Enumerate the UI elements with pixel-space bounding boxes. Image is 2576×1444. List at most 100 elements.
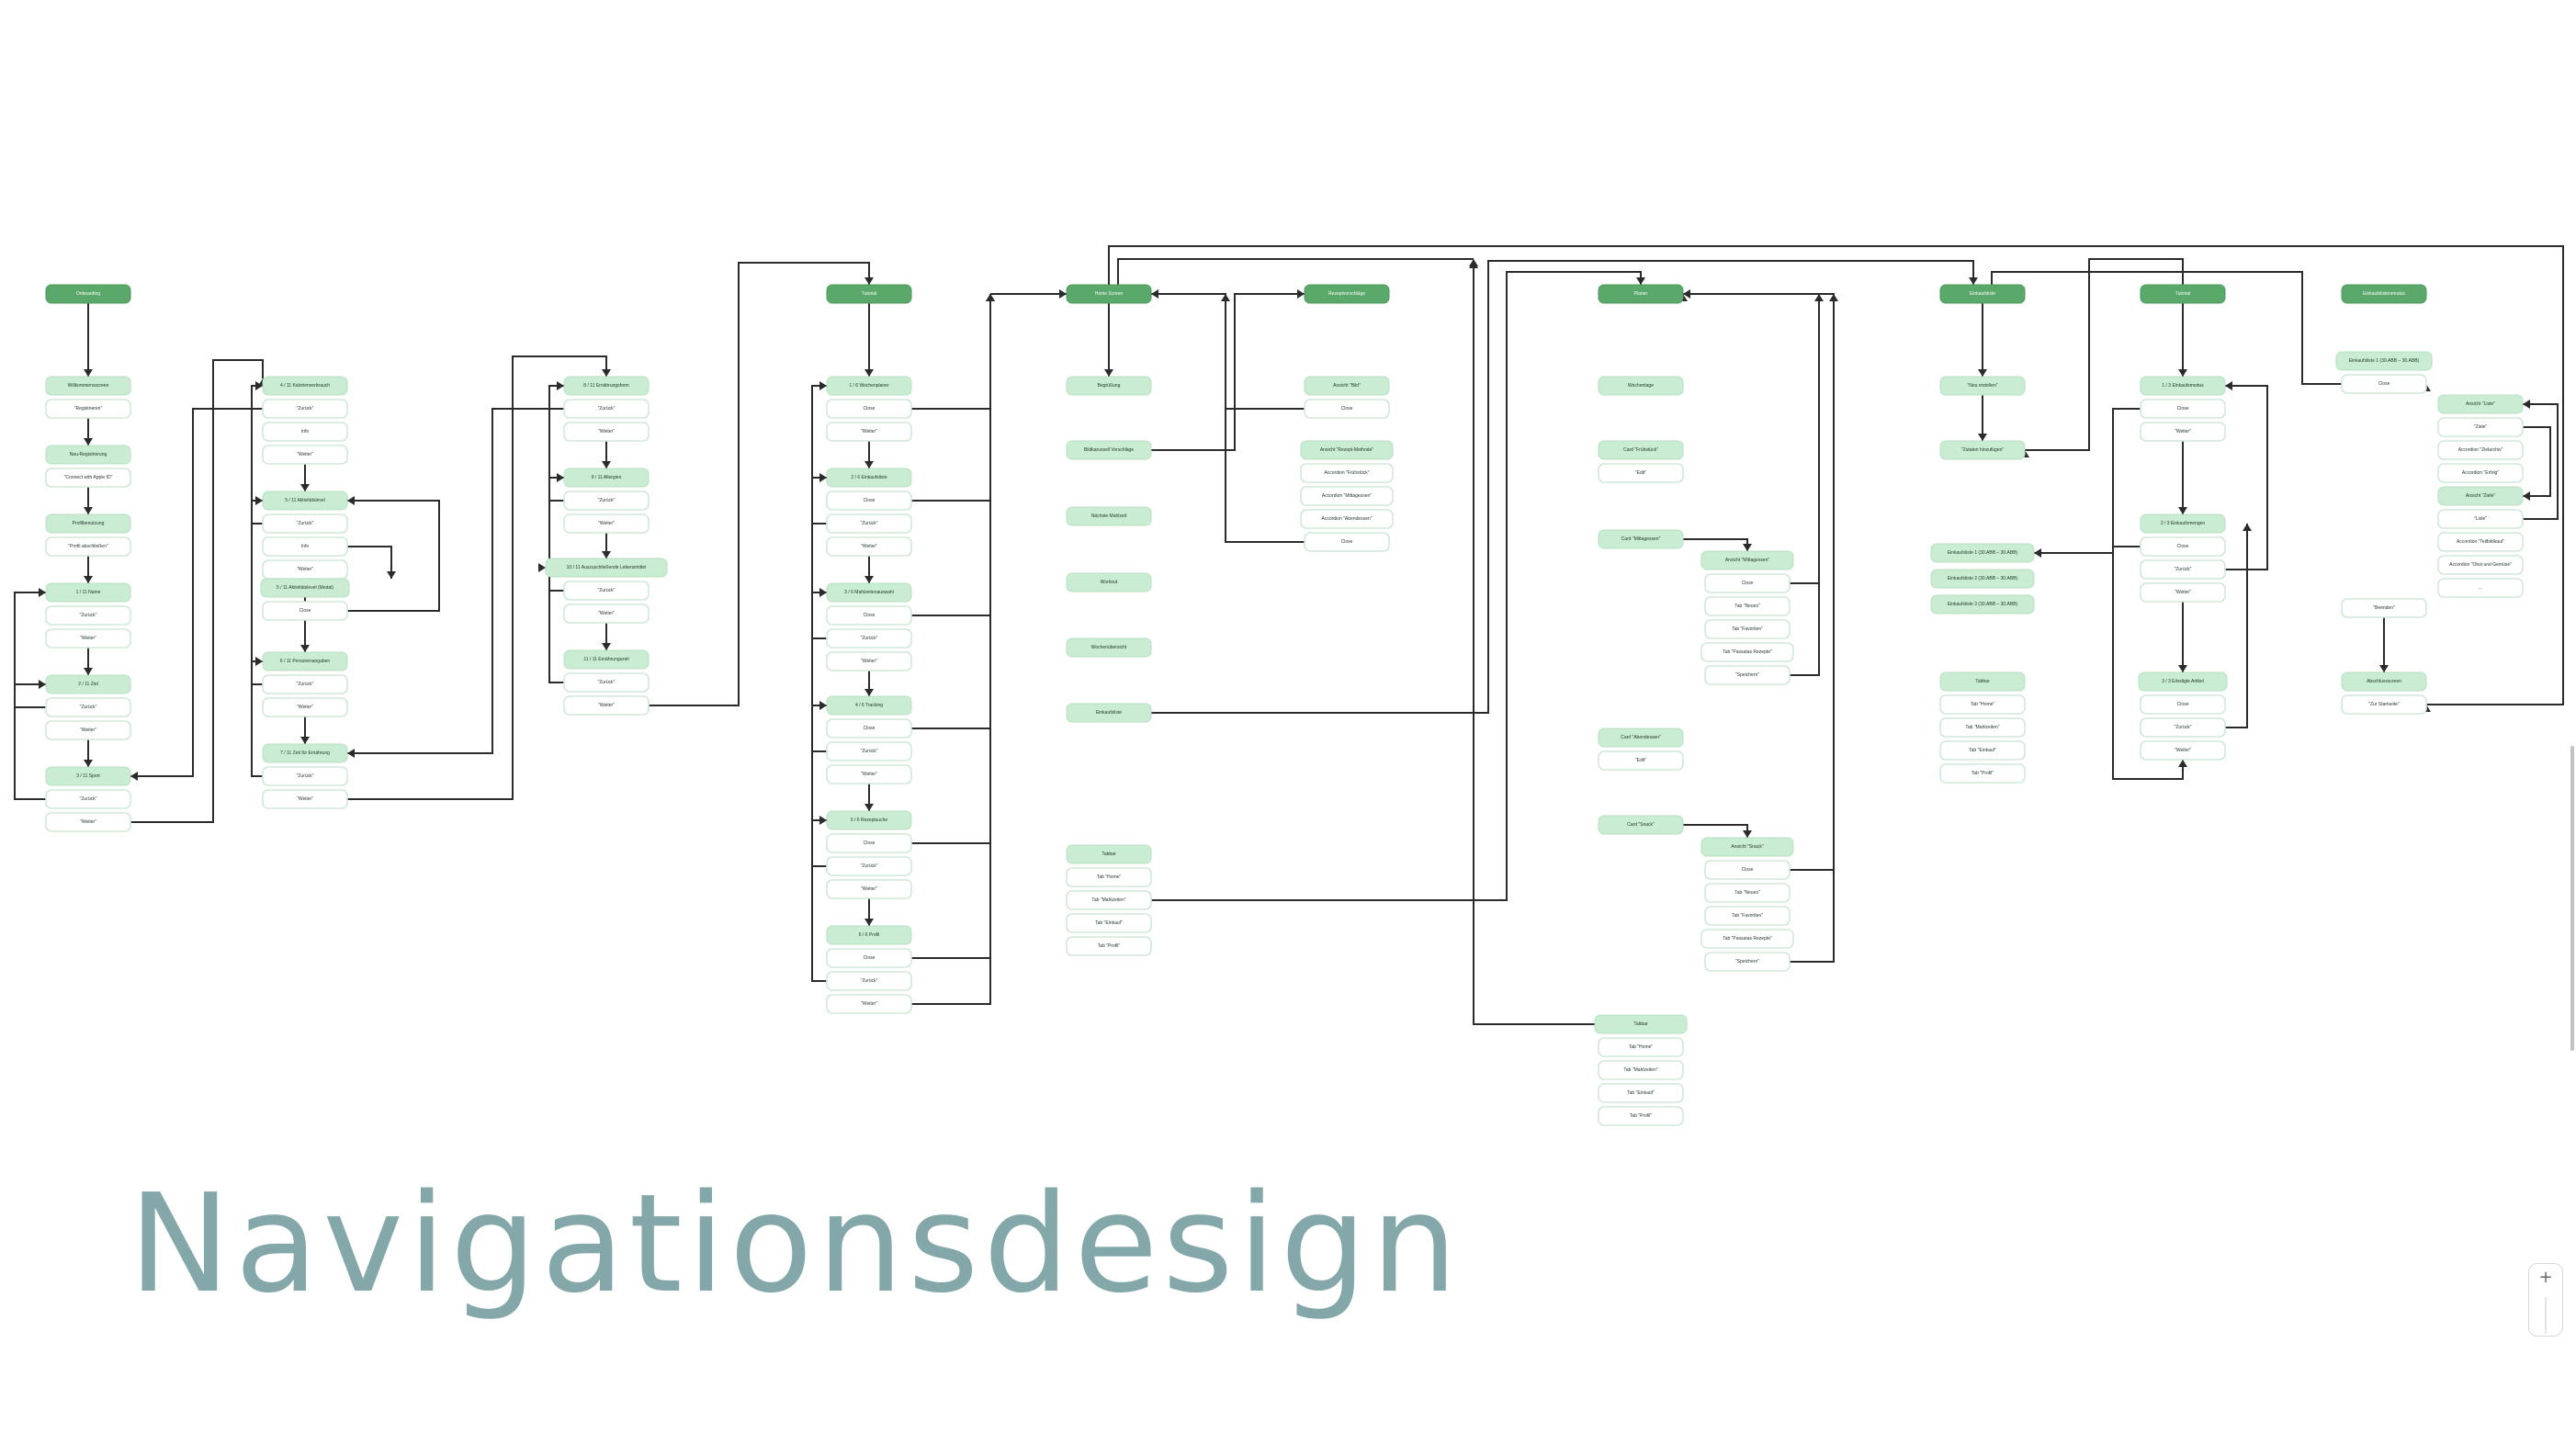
node-box <box>262 422 348 442</box>
node-label: Workout <box>1101 580 1118 585</box>
zoom-slider-track[interactable] <box>2545 1297 2547 1334</box>
flow-node: Tab "Passatas Rezepte" <box>1700 929 1794 949</box>
arrow-head <box>2034 548 2041 558</box>
node-box <box>1939 694 2026 715</box>
node-label: "Zurück" <box>598 498 616 503</box>
node-label: Ansicht "Ziele" <box>2466 493 2495 499</box>
flow-node: Tab "Profil" <box>1598 1106 1684 1126</box>
flow-connector <box>1117 258 1474 285</box>
flow-connector <box>911 294 991 410</box>
node-box <box>45 582 131 603</box>
flow-node: Einkaufsliste 1 (30.ABB – 30.ABB) <box>1930 543 2035 563</box>
node-label: Bildkarussell Vorschläge <box>1084 447 1134 453</box>
node-box <box>826 491 912 511</box>
node-label: "Zurück" <box>297 773 314 779</box>
page-title: Navigationsdesign <box>129 1165 1463 1323</box>
node-label: "Zurück" <box>80 613 97 618</box>
node-box <box>2140 559 2226 580</box>
flow-connector <box>811 705 827 867</box>
flow-node: Close <box>826 491 912 511</box>
node-box <box>2437 394 2524 414</box>
flow-node: "Weiter" <box>262 697 348 717</box>
flow-connector <box>911 294 991 844</box>
node-label: Accordion "Erfolg" <box>2462 470 2499 476</box>
flow-node: "Weiter" <box>826 651 912 671</box>
node-label: Close <box>864 498 876 503</box>
flow-node: 4 / 11 Kalorienverbrauch <box>262 376 348 396</box>
flow-connector <box>2112 408 2184 780</box>
flow-node: Close <box>2341 374 2427 394</box>
arrow-head <box>1978 434 1987 441</box>
flow-node: "Weiter" <box>563 513 650 534</box>
node-box <box>262 491 348 511</box>
node-box <box>1300 463 1394 483</box>
arrow-head <box>864 689 874 696</box>
flow-connector <box>811 819 827 982</box>
node-label: 6 / 6 Profil <box>859 932 880 938</box>
node-label: Card "Abendessen" <box>1621 735 1661 740</box>
flow-node: Tab "Home" <box>1066 867 1152 887</box>
flow-node: Willkommensscreen <box>45 376 131 396</box>
arrow-head <box>1297 289 1305 299</box>
node-box <box>1704 860 1791 880</box>
arrow-head <box>300 737 310 744</box>
arrow-head <box>255 496 263 505</box>
arrow-head <box>602 551 611 558</box>
flow-node: 1 / 11 Name <box>45 582 131 603</box>
flow-connector <box>14 683 46 800</box>
flow-node: Einkaufslistenmodus <box>2341 284 2427 304</box>
node-label: 1 / 3 Einkaufsmodus <box>2162 383 2204 389</box>
flow-node: "Zurück" <box>262 399 348 419</box>
node-label: Wochenübersicht <box>1091 645 1127 650</box>
flow-node: Tab "Einkauf" <box>1598 1083 1684 1103</box>
node-box <box>1066 284 1152 304</box>
node-box <box>262 674 348 694</box>
node-box <box>563 376 650 396</box>
zoom-control[interactable]: + <box>2528 1263 2563 1337</box>
flow-node: "Weiter" <box>262 789 348 809</box>
node-box <box>1066 703 1152 723</box>
node-box <box>45 789 131 809</box>
zoom-in-icon[interactable]: + <box>2538 1268 2553 1287</box>
node-label: Accordion "Abendessen" <box>1322 516 1373 522</box>
flow-node: Close <box>262 601 348 621</box>
flow-connector <box>130 359 264 823</box>
flow-node: Neu-Registrierung <box>45 445 131 465</box>
vertical-scrollbar[interactable] <box>2570 746 2574 1051</box>
node-label: Card "Snack" <box>1627 822 1655 828</box>
node-label: Close <box>864 613 876 618</box>
arrow-head <box>387 571 396 579</box>
arrow-head <box>819 588 827 597</box>
flow-node: Tab "Mahlzeiten" <box>1066 890 1152 910</box>
node-label: 5 / 11 Aktivitätslevel (Modal) <box>277 585 333 591</box>
node-box <box>826 536 912 557</box>
node-label: Tab "Home" <box>1971 702 1995 707</box>
flow-node: Rezeptvorschläge <box>1304 284 1390 304</box>
node-label: Tab "Mahlzeiten" <box>1091 897 1125 903</box>
arrow-head <box>602 643 611 650</box>
node-box <box>1598 750 1684 771</box>
flow-connector <box>1683 538 1748 551</box>
node-label: Tab "Passatas Rezepte" <box>1723 649 1772 655</box>
flow-node: "Profil abschließen" <box>45 536 131 557</box>
flow-node: Tabbar <box>1594 1014 1688 1034</box>
node-box <box>2341 671 2427 692</box>
flow-connector <box>347 355 607 800</box>
node-box <box>1066 637 1152 658</box>
node-label: "Weiter" <box>861 659 877 664</box>
node-label: Tab "Einkauf" <box>1969 748 1996 753</box>
arrow-head <box>1636 277 1645 285</box>
node-box <box>826 971 912 991</box>
node-box <box>563 649 650 670</box>
flow-node: Einkaufsliste 2 (30.ABB – 30.ABB) <box>1930 569 2035 589</box>
flow-node: Tabbar <box>1066 844 1152 864</box>
flow-node: 1 / 3 Einkaufsmodus <box>2140 376 2226 396</box>
flow-connector <box>1151 260 1974 714</box>
node-label: "Zurück" <box>80 705 97 710</box>
node-label: Ansicht "Rezept-Methode" <box>1320 447 1374 453</box>
flow-node: "Weiter" <box>262 445 348 465</box>
flow-node: Close <box>826 833 912 853</box>
flow-node: Accordion "Frühstück" <box>1300 463 1394 483</box>
arrow-head <box>557 381 564 390</box>
flow-node: Ansicht "Ziele" <box>2437 486 2524 506</box>
